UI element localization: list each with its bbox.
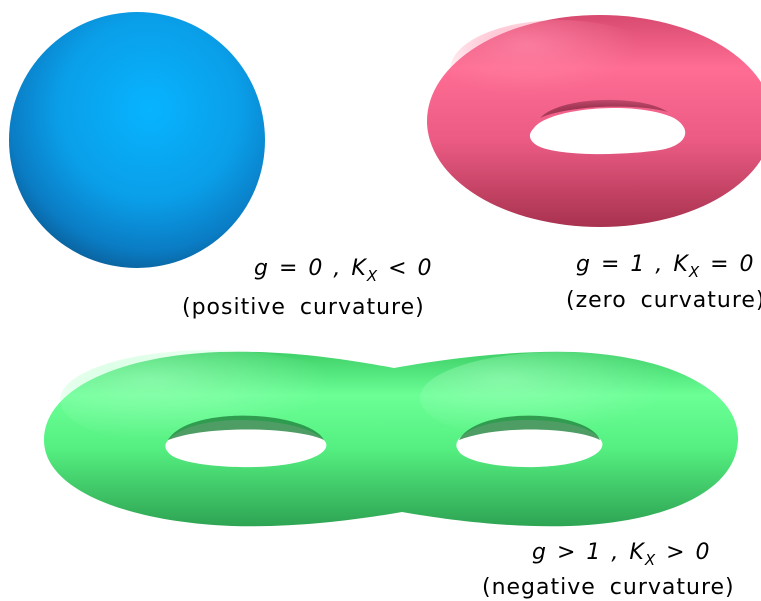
sphere-k-rel: < 0 — [378, 256, 433, 281]
sphere-shape — [9, 12, 265, 268]
torus-genus: g = 1 , — [576, 252, 664, 277]
torus-k: K — [673, 252, 689, 277]
torus-hole-inner-shadow — [540, 99, 668, 118]
torus-description: (zero curvature) — [566, 288, 761, 313]
double-torus-k: K — [629, 540, 645, 565]
sphere-description: (positive curvature) — [182, 295, 425, 320]
double-torus-genus: g > 1 , — [532, 540, 620, 565]
double-torus-k-sub: X — [644, 551, 657, 569]
sphere-genus: g = 0 , — [254, 256, 342, 281]
torus-k-rel: = 0 — [700, 252, 755, 277]
double-torus-k-rel: > 0 — [656, 540, 711, 565]
sphere-formula: g = 0 , KX < 0 — [254, 258, 433, 284]
double-torus-hole-left-shadow — [168, 415, 324, 440]
double-torus-hole-right-shadow — [459, 415, 600, 440]
sphere-k: K — [351, 256, 367, 281]
double-torus-shape — [44, 350, 739, 527]
torus-k-sub: X — [688, 263, 701, 281]
double-torus-formula: g > 1 , KX > 0 — [532, 542, 711, 568]
double-torus-description: (negative curvature) — [482, 575, 735, 600]
torus-formula: g = 1 , KX = 0 — [576, 254, 755, 280]
torus-shape — [427, 15, 761, 227]
sphere-k-sub: X — [366, 267, 379, 285]
